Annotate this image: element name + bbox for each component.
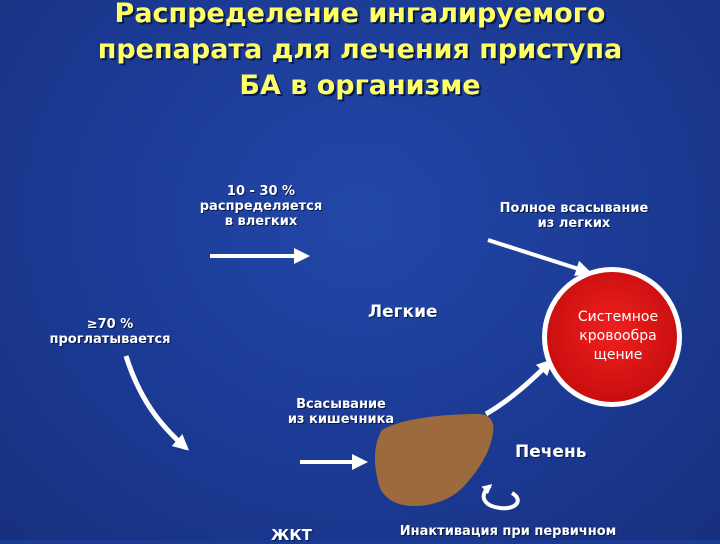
organ-gi-tract: ЖКТ (271, 526, 312, 544)
intestinal-absorption-line-1: Всасывание (296, 397, 386, 412)
label-intestinal-absorption: Всасывание из кишечника (276, 397, 406, 427)
intestinal-absorption-line-2: из кишечника (287, 412, 395, 427)
slide-title: Распределение ингалируемого препарата дл… (0, 0, 720, 104)
arrow-inactivation-loop (481, 484, 520, 511)
label-full-absorption: Полное всасывание из легких (474, 201, 674, 231)
swallowed-text: проглатывается (49, 332, 171, 347)
systemic-circulation-fill (547, 272, 677, 402)
label-swallowed: ≥70 % проглатывается (30, 317, 190, 347)
arrow-swallowed (123, 355, 189, 451)
full-absorption-line-1: Полное всасывание (499, 201, 649, 216)
organ-liver: Печень (515, 442, 587, 462)
full-absorption-line-2: из легких (537, 216, 611, 231)
circulation-line-3: щение (593, 347, 643, 363)
label-inactivation: Инактивация при первичном (399, 524, 617, 539)
lungs-distribution-text-2: в влегких (224, 214, 298, 229)
lungs-distribution-text: распределяется (199, 199, 323, 214)
label-lungs-distribution: 10 - 30 % распределяется в влегких (176, 184, 346, 229)
systemic-circulation-label: Системное кровообра щение (553, 308, 683, 365)
arrow-liver-to-circulation (484, 359, 553, 417)
organ-lungs: Легкие (368, 302, 438, 322)
lungs-distribution-percent: 10 - 30 % (226, 184, 296, 199)
liver-shape (375, 414, 494, 506)
circulation-line-1: Системное (577, 309, 659, 325)
title-line-3: БА в организме (239, 70, 481, 101)
circulation-line-2: кровообра (579, 328, 657, 344)
swallowed-percent: ≥70 % (86, 317, 134, 332)
arrow-full-absorption (487, 238, 592, 276)
title-line-2: препарата для лечения приступа (97, 34, 623, 65)
title-line-1: Распределение ингалируемого (114, 0, 606, 29)
